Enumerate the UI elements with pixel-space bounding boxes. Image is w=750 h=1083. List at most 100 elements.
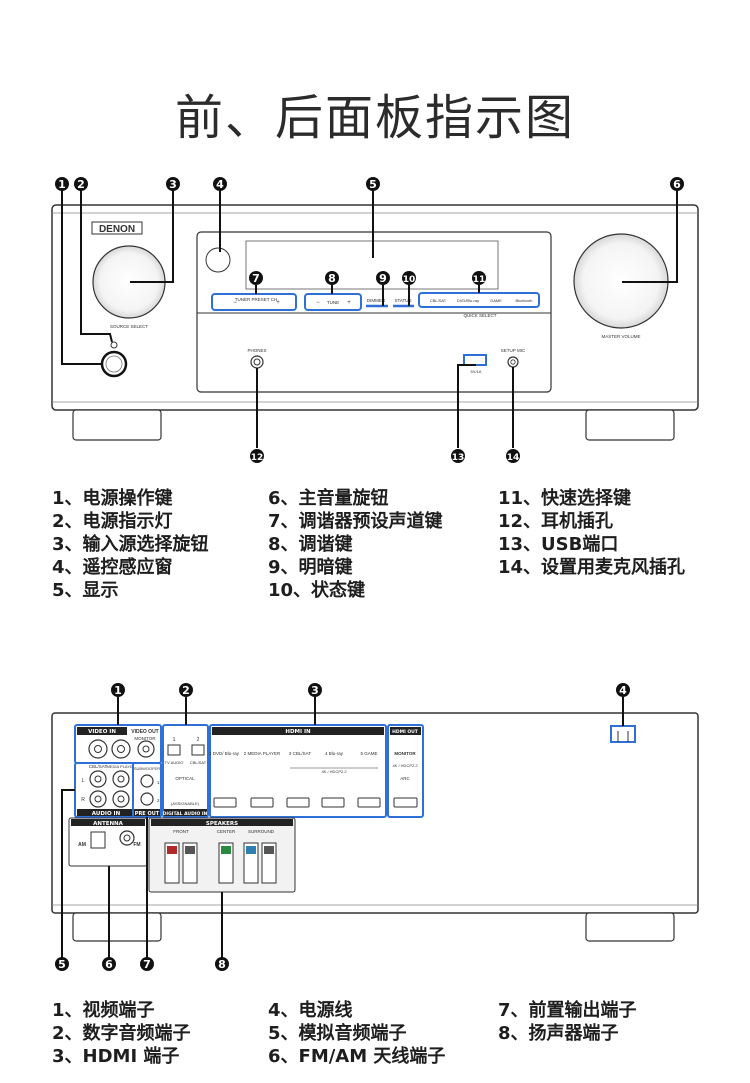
rear-panel: VIDEO IN VIDEO OUT MONITOR CBL/SAT MEDIA… [51, 712, 699, 942]
power-cord [610, 725, 636, 743]
pre-out-label: PRE OUT [135, 811, 160, 817]
legend-item: 14、设置用麦克风插孔 [498, 557, 686, 578]
svg-text:CENTER: CENTER [217, 829, 236, 834]
rear-legend-col-1: 1、视频端子 2、数字音频端子 3、HDMI 端子 [52, 999, 191, 1068]
front-callout-14: 14 [506, 449, 520, 463]
digital-audio-in-label: DIGITAL AUDIO IN [163, 811, 208, 817]
front-legend-col-1: 1、电源操作键 2、电源指示灯 3、输入源选择旋钮 4、遥控感应窗 5、显示 [52, 487, 209, 602]
svg-text:FRONT: FRONT [173, 829, 189, 834]
legend-item: 7、前置输出端子 [498, 1000, 637, 1021]
legend-item: 2、数字音频端子 [52, 1023, 191, 1044]
legend-item: 1、电源操作键 [52, 488, 173, 509]
rear-leader-lines [61, 697, 624, 958]
usb-label: 5V/1A [471, 369, 482, 374]
front-callout-3: 3 [166, 177, 180, 191]
svg-text:3: 3 [169, 178, 177, 191]
svg-text:1: 1 [157, 780, 160, 785]
svg-text:2: 2 [197, 737, 200, 743]
speakers-label: SPEAKERS [206, 821, 238, 827]
svg-text:CBL/SAT: CBL/SAT [190, 760, 207, 765]
legend-item: 2、电源指示灯 [52, 511, 173, 532]
front-callout-4: 4 [213, 177, 227, 191]
dimmer-label: DIMMER [367, 298, 386, 303]
front-callout-11: 11 [472, 271, 486, 285]
svg-text:L: L [82, 778, 85, 784]
hdmi-out-terminal [387, 724, 424, 818]
svg-text:SURROUND: SURROUND [248, 829, 275, 834]
svg-text:9: 9 [379, 272, 387, 285]
svg-text:6: 6 [105, 958, 113, 971]
svg-text:TV AUDIO: TV AUDIO [165, 760, 184, 765]
front-foot-left [72, 409, 162, 441]
legend-item: 4、电源线 [268, 1000, 353, 1021]
remote-sensor [205, 247, 231, 273]
svg-text:11: 11 [473, 275, 486, 285]
svg-text:1: 1 [58, 178, 66, 191]
legend-item: 8、调谐键 [268, 534, 353, 555]
legend-item: 3、HDMI 端子 [52, 1046, 180, 1067]
svg-text:4K / HDCP2.2: 4K / HDCP2.2 [392, 763, 418, 768]
svg-text:Bluetooth: Bluetooth [516, 298, 533, 303]
front-legend-col-2: 6、主音量旋钮 7、调谐器预设声道键 8、调谐键 9、明暗键 10、状态键 [268, 487, 443, 602]
rear-legend-col-2: 4、电源线 5、模拟音频端子 6、FM/AM 天线端子 [268, 999, 445, 1068]
front-leader-lines [61, 190, 678, 448]
svg-text:+: + [347, 300, 351, 306]
hdmi-out-label: HDMI OUT [392, 729, 419, 735]
svg-text:5 GAME: 5 GAME [360, 751, 377, 756]
front-callout-13: 13 [451, 449, 465, 463]
power-indicator [110, 341, 118, 349]
hdmi-in-terminals [209, 724, 387, 818]
svg-text:ARC: ARC [400, 776, 410, 781]
svg-text:13: 13 [452, 453, 465, 463]
master-volume-label: MASTER VOLUME [601, 334, 640, 339]
svg-text:7: 7 [252, 272, 260, 285]
front-callouts: 1 2 3 4 5 6 7 8 9 10 11 12 13 14 [55, 177, 684, 463]
svg-text:14: 14 [507, 453, 520, 463]
svg-text:5: 5 [58, 958, 66, 971]
tune-label: TUNE [327, 300, 339, 305]
svg-text:2: 2 [157, 798, 160, 803]
svg-text:2 MEDIA PLAYER: 2 MEDIA PLAYER [244, 751, 281, 756]
legend-item: 6、FM/AM 天线端子 [268, 1046, 446, 1067]
legend-item: 8、扬声器端子 [498, 1023, 619, 1044]
svg-text:MEDIA PLAYER: MEDIA PLAYER [106, 764, 135, 769]
legend-item: 4、遥控感应窗 [52, 557, 173, 578]
rear-callout-4: 4 [616, 683, 630, 697]
source-select-label: SOURCE SELECT [110, 324, 148, 329]
front-callout-10: 10 [402, 271, 416, 285]
legend-item: 6、主音量旋钮 [268, 488, 389, 509]
svg-text:12: 12 [251, 453, 264, 463]
svg-text:AM: AM [78, 842, 86, 848]
video-out-label: VIDEO OUT [131, 729, 159, 735]
pre-out-terminals [132, 762, 162, 818]
rear-callout-3: 3 [308, 683, 322, 697]
front-callout-7: 7 [249, 271, 263, 285]
svg-text:4: 4 [619, 684, 627, 697]
svg-text:4: 4 [216, 178, 224, 191]
svg-text:3 CBL/SAT: 3 CBL/SAT [289, 751, 311, 756]
rear-callout-6: 6 [102, 957, 116, 971]
svg-text:10: 10 [403, 275, 416, 285]
front-callout-5: 5 [366, 177, 380, 191]
tuner-preset-label: TUNER PRESET CH [235, 297, 277, 302]
svg-text:−: − [233, 300, 237, 306]
svg-text:8: 8 [328, 272, 336, 285]
front-legend-col-3: 11、快速选择键 12、耳机插孔 13、USB端口 14、设置用麦克风插孔 [498, 487, 685, 579]
front-foot-right [585, 409, 675, 441]
svg-text:1: 1 [173, 737, 176, 743]
front-callout-1: 1 [55, 177, 69, 191]
rear-callout-5: 5 [55, 957, 69, 971]
legend-item: 11、快速选择键 [498, 488, 632, 509]
legend-item: 10、状态键 [268, 580, 366, 601]
front-callout-6: 6 [670, 177, 684, 191]
rear-foot-right [585, 912, 675, 942]
legend-item: 5、模拟音频端子 [268, 1023, 407, 1044]
svg-text:−: − [316, 300, 320, 306]
svg-text:MONITOR: MONITOR [394, 751, 416, 756]
legend-item: 3、输入源选择旋钮 [52, 534, 209, 555]
svg-text:4 Blu-ray: 4 Blu-ray [325, 751, 344, 756]
svg-text:MONITOR: MONITOR [134, 736, 156, 741]
svg-text:4K / HDCP2.2: 4K / HDCP2.2 [321, 769, 347, 774]
rear-foot-left [72, 912, 162, 942]
brand-logo: DENON [99, 224, 135, 235]
